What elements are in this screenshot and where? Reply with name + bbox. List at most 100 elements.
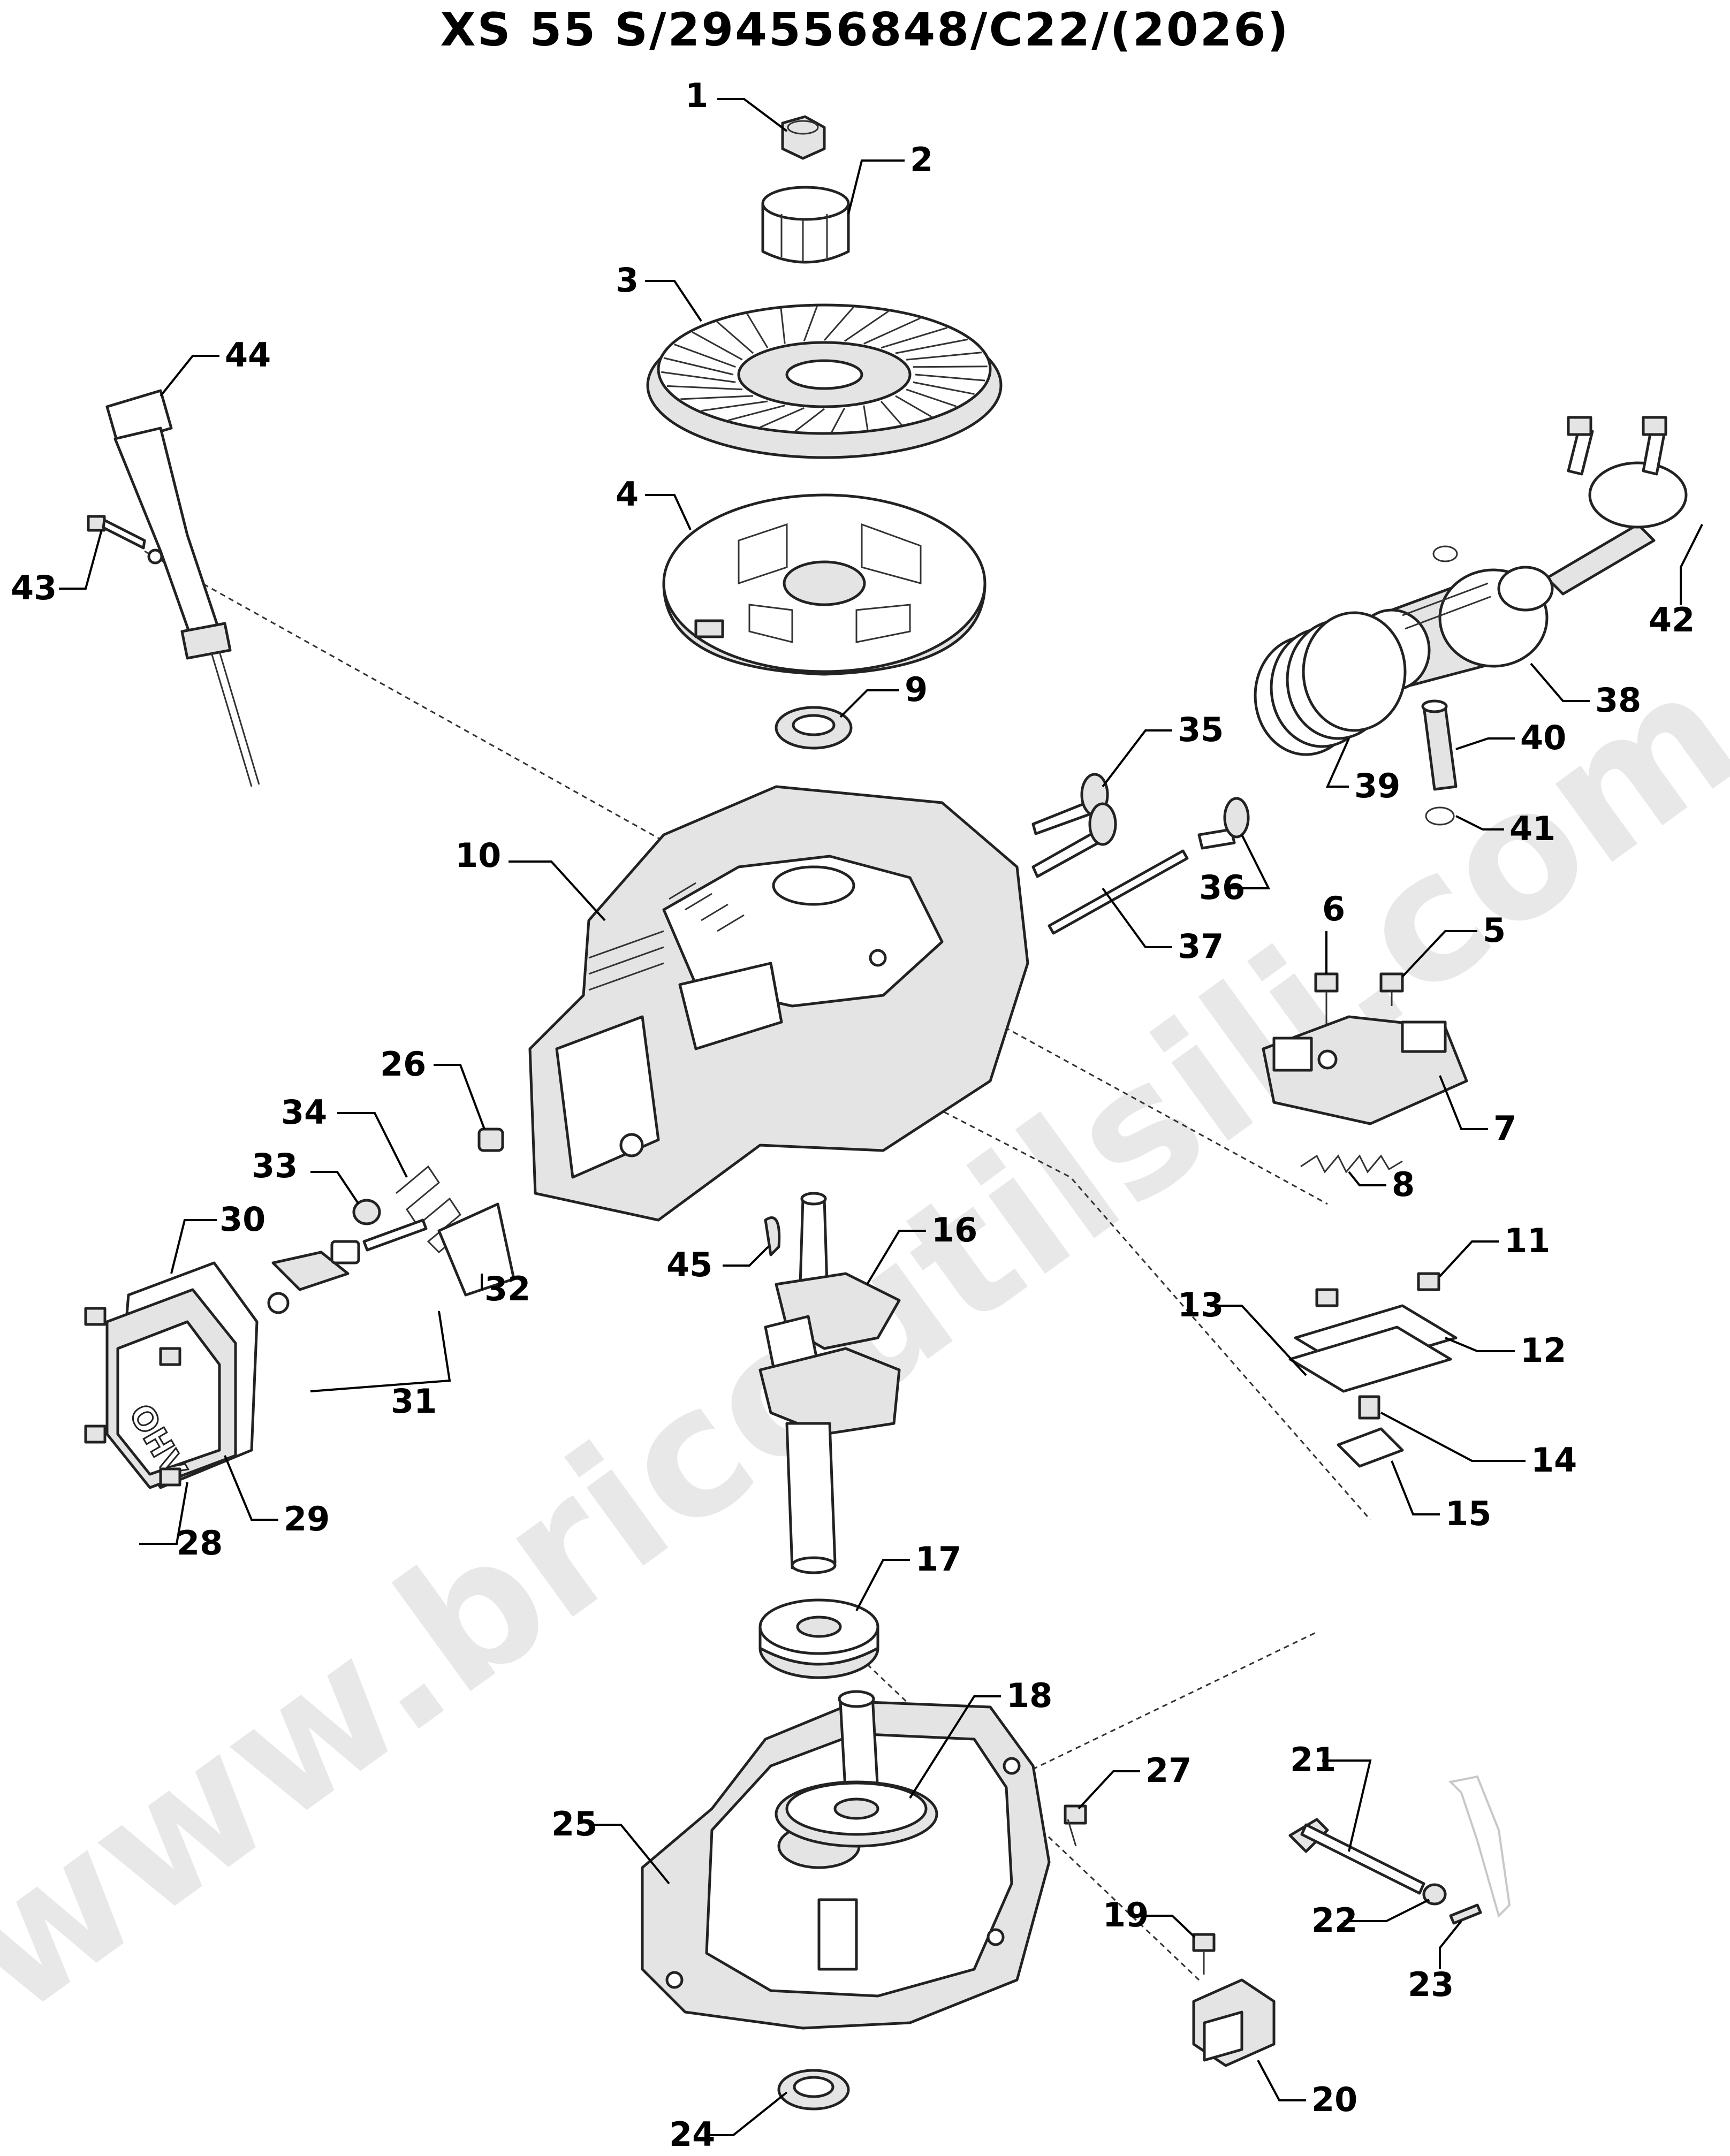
part-callout-41: 41 <box>1509 809 1556 848</box>
leader-line-5 <box>1401 930 1477 978</box>
leader-line-28 <box>139 1482 188 1545</box>
part-callout-37: 37 <box>1178 927 1224 966</box>
part-callout-39: 39 <box>1354 766 1400 805</box>
part-callout-25: 25 <box>551 1804 597 1843</box>
part-callout-44: 44 <box>225 336 271 375</box>
part-callout-8: 8 <box>1392 1165 1415 1204</box>
leader-line-41 <box>1455 815 1504 831</box>
fan-blade <box>794 408 825 432</box>
fan-blade <box>863 405 869 430</box>
fan-blade <box>913 381 975 395</box>
part-callout-9: 9 <box>905 670 928 709</box>
part-callout-19: 19 <box>1103 1895 1149 1934</box>
leader-line-30 <box>170 1219 217 1274</box>
leader-line-22 <box>1344 1899 1430 1922</box>
part-22-washer <box>1422 1883 1447 1906</box>
fan-blade <box>780 308 786 344</box>
leader-line-23 <box>1439 1920 1462 1969</box>
fan-blade <box>716 321 754 354</box>
leader-line-21 <box>1322 1759 1372 1852</box>
leader-line-11 <box>1439 1240 1499 1277</box>
part-27-bolt <box>1064 1804 1087 1847</box>
part-callout-27: 27 <box>1145 1751 1192 1790</box>
part-callout-11: 11 <box>1504 1221 1550 1260</box>
part-14-valve <box>1358 1395 1380 1420</box>
part-20-oil-sensor-bracket <box>1192 1978 1276 2067</box>
part-callout-2: 2 <box>910 140 933 179</box>
leader-line-19 <box>1140 1915 1196 1938</box>
part-callout-20: 20 <box>1311 2080 1357 2119</box>
fan-blade <box>880 401 902 425</box>
leader-line-16 <box>866 1230 926 1285</box>
part-13-gasket <box>1288 1325 1452 1393</box>
fan-blade <box>666 385 742 391</box>
fan-blade <box>895 395 932 418</box>
leader-line-20 <box>1257 2060 1306 2101</box>
leader-line-40 <box>1455 737 1515 750</box>
part-17-crank-gear <box>758 1598 879 1679</box>
part-24-oil-seal <box>777 2069 850 2111</box>
fan-blade <box>863 317 921 345</box>
fan-blade <box>728 405 785 421</box>
fan-blade <box>906 388 957 407</box>
leader-line-2 <box>847 159 905 215</box>
fan-blade <box>881 326 948 349</box>
part-41-circlip <box>1425 545 1458 826</box>
linkage-outline-ghost <box>1448 1775 1511 1918</box>
part-34-governor-spring <box>396 1165 472 1254</box>
part-callout-29: 29 <box>284 1499 330 1538</box>
fan-blade <box>746 313 769 348</box>
fan-blade <box>803 306 818 342</box>
leader-line-39 <box>1325 738 1350 788</box>
fan-blade <box>906 352 982 361</box>
leader-line-35 <box>1102 729 1172 788</box>
diagram-title: XS 55 S/294556848/C22/(2026) <box>440 3 1290 57</box>
part-18-camshaft-gear <box>775 1690 938 1848</box>
part-callout-30: 30 <box>219 1200 265 1239</box>
part-callout-5: 5 <box>1483 911 1506 950</box>
leader-line-13 <box>1210 1305 1307 1376</box>
part-19-bolt <box>1192 1933 1216 1975</box>
part-33-washer <box>352 1199 381 1225</box>
fan-blade <box>701 400 768 412</box>
part-35-valves <box>1031 773 1117 878</box>
part-11-bolt <box>1315 1272 1440 1307</box>
leader-line-37 <box>1102 887 1172 948</box>
part-16-crankshaft <box>758 1192 901 1574</box>
part-25-crankcase-sump <box>641 1700 1051 2030</box>
part-21-brake-lever <box>1288 1818 1425 1895</box>
part-callout-26: 26 <box>380 1045 426 1084</box>
callout-leader-lines <box>59 98 1703 2136</box>
leader-line-10 <box>509 860 606 921</box>
part-callout-1: 1 <box>685 76 708 115</box>
fan-blade <box>663 357 734 376</box>
leader-line-42 <box>1680 524 1703 605</box>
part-9-oil-seal <box>775 706 853 750</box>
leader-line-18 <box>909 1695 1001 1799</box>
part-callout-10: 10 <box>455 836 501 875</box>
callout-labels: 1234567891011121314151617181920212223242… <box>11 76 1695 2154</box>
part-callout-14: 14 <box>1531 1441 1577 1480</box>
part-callout-24: 24 <box>669 2115 715 2154</box>
part-8-spring <box>1300 1154 1403 1174</box>
fan-blade <box>680 395 754 400</box>
part-callout-34: 34 <box>281 1093 327 1132</box>
leader-line-26 <box>434 1064 485 1130</box>
part-callout-42: 42 <box>1649 600 1695 639</box>
part-28-bolts <box>84 1307 181 1487</box>
part-callout-45: 45 <box>666 1245 712 1284</box>
part-15-bracket <box>1337 1427 1404 1468</box>
leader-line-1 <box>717 98 788 132</box>
part-callout-17: 17 <box>915 1540 961 1579</box>
leader-line-9 <box>839 689 899 718</box>
part-callout-32: 32 <box>484 1269 530 1308</box>
part-callout-7: 7 <box>1493 1109 1516 1148</box>
part-callout-36: 36 <box>1199 868 1245 907</box>
fan-blade <box>760 407 805 428</box>
leader-line-43 <box>59 529 103 590</box>
part-callout-15: 15 <box>1445 1494 1491 1533</box>
part-callout-31: 31 <box>391 1382 437 1421</box>
part-1-flywheel-nut <box>781 115 826 160</box>
